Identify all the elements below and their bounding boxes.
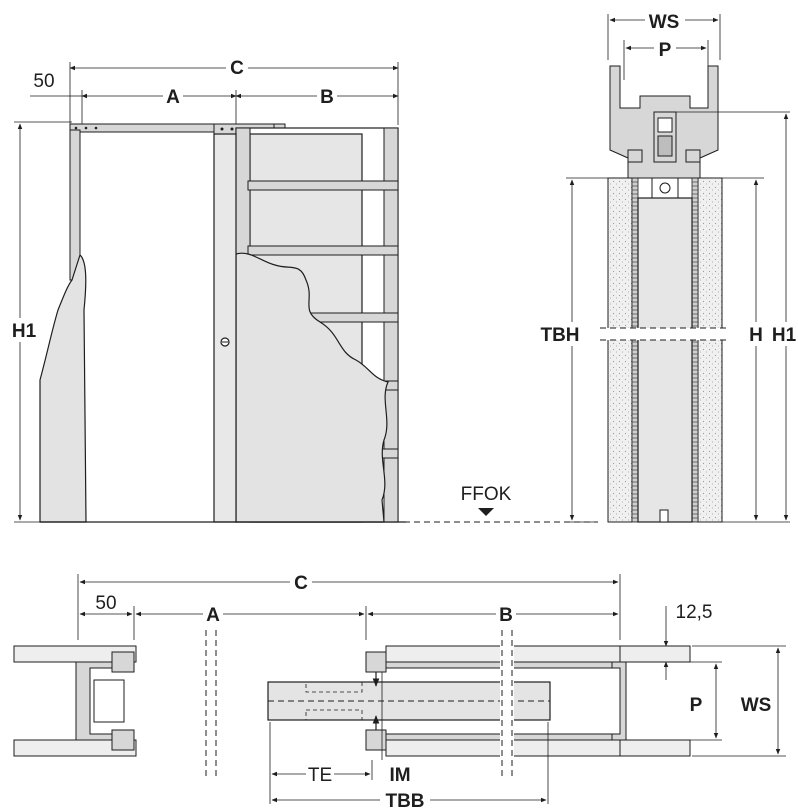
plan-dim-b-label: B — [499, 605, 513, 626]
side-dim-ws-label: WS — [649, 12, 680, 33]
plan-dim-im-label: IM — [389, 765, 410, 786]
plan-left-wall-top — [13, 645, 137, 663]
ffok-arrow-icon — [478, 508, 494, 516]
front-dim-a-label: A — [166, 87, 180, 108]
plan-dim-p-label: P — [690, 695, 703, 716]
plan-dim-12-5-label: 12,5 — [676, 602, 713, 623]
plan-dim-ws-label: WS — [741, 695, 772, 716]
plan-dim-a-label: A — [206, 605, 220, 626]
plan-left-wall-bottom — [13, 739, 137, 757]
plan-section: C 50 A B 12,5 — [13, 570, 786, 809]
side-right-board — [697, 177, 723, 523]
left-wall-section — [39, 253, 87, 523]
side-dim-tbh-label: TBH — [540, 325, 579, 346]
side-dim-p-label: P — [659, 40, 672, 61]
front-dim-50-label: 50 — [33, 71, 54, 92]
front-dim-b-label: B — [320, 87, 334, 108]
side-dim-h1-label: H1 — [772, 325, 797, 346]
front-dim-h1-label: H1 — [12, 321, 37, 342]
side-left-board — [607, 177, 633, 523]
front-elevation: C A B 50 H1 — [8, 55, 406, 523]
front-dim-c-label: C — [230, 58, 244, 79]
plan-dim-tbb-label: TBB — [385, 791, 424, 809]
plan-dim-c-label: C — [294, 573, 308, 594]
ffok-reference: FFOK — [404, 484, 598, 523]
ffok-label: FFOK — [461, 484, 512, 505]
plan-dim-te-label: TE — [308, 765, 332, 786]
side-section: WS P TBH H — [538, 8, 798, 523]
side-dim-h-label: H — [749, 325, 763, 346]
plan-dim-50-label: 50 — [95, 593, 116, 614]
door-leaf — [213, 133, 237, 523]
pocket-wall-cladding — [235, 252, 389, 523]
